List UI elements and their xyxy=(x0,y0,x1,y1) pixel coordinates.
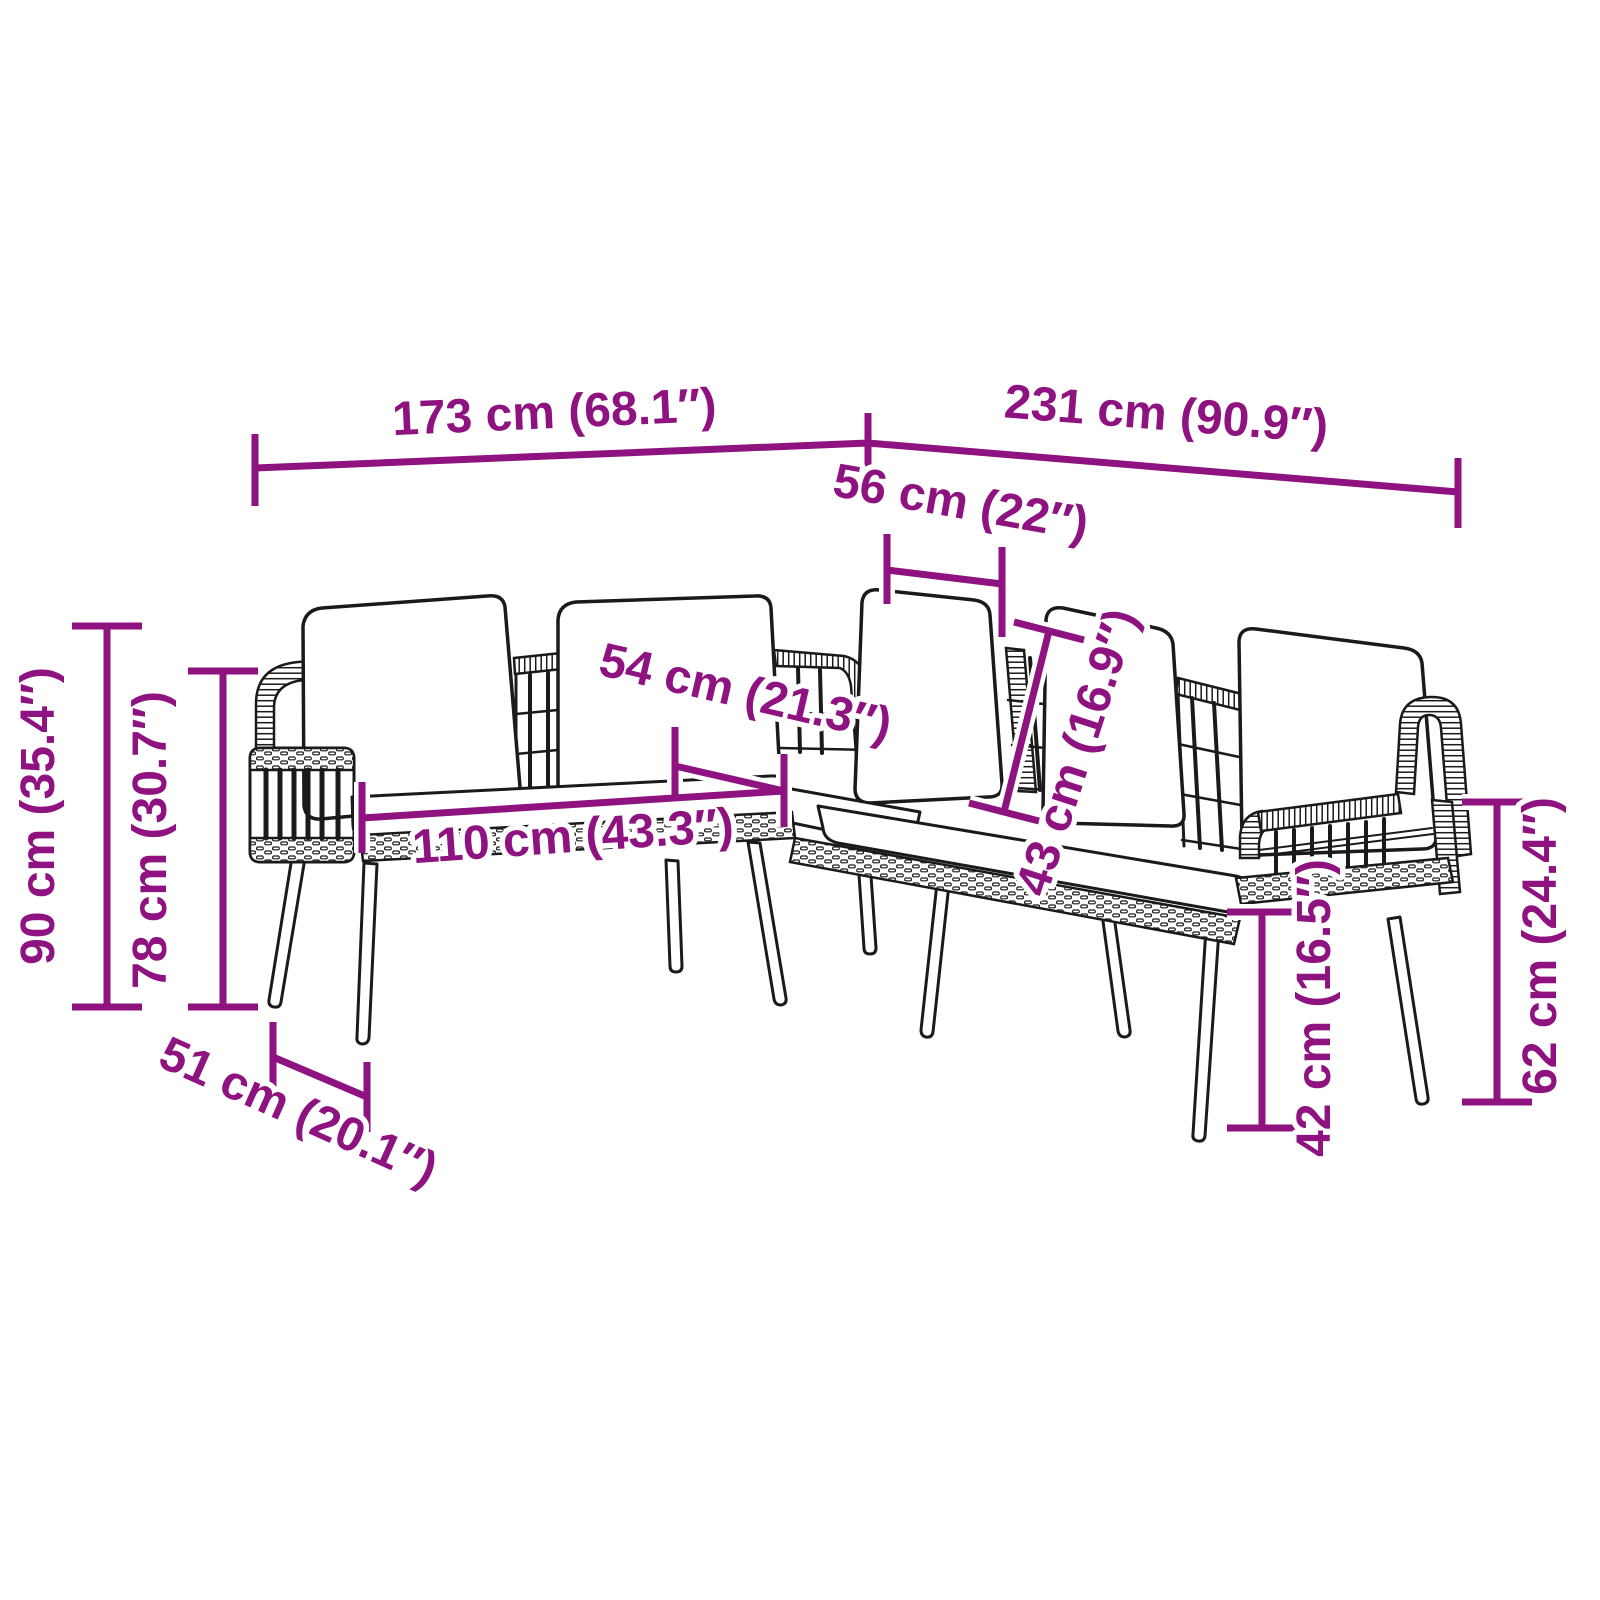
leg xyxy=(1100,912,1132,1039)
dim-line-width-left xyxy=(251,413,872,506)
dim-line-corner-seat-width xyxy=(883,534,1006,637)
dim-line-total-height xyxy=(72,622,142,1011)
right-armrest-top-rail xyxy=(1256,792,1403,833)
back-cushion-1 xyxy=(301,593,522,821)
dim-label-total-height: 90 cm (35.4″) xyxy=(12,667,65,965)
leg xyxy=(746,840,788,1007)
dim-line-backrest-height xyxy=(188,667,258,1011)
apron-right xyxy=(788,836,1242,946)
right-armrest xyxy=(1234,695,1473,906)
right-armrest-bottom-rail xyxy=(1234,856,1455,906)
leg xyxy=(919,872,952,1039)
dim-line-seat-width xyxy=(358,782,785,853)
leg xyxy=(1386,915,1430,1106)
sofa-legs xyxy=(267,840,1430,1143)
leg xyxy=(856,858,878,956)
leg xyxy=(267,855,307,1009)
dim-line-seat-height xyxy=(1227,908,1298,1132)
dim-label-armrest-height: 62 cm (24.4″) xyxy=(1514,797,1567,1095)
dim-line-width-right xyxy=(867,439,1462,528)
dim-line-leg-spacing xyxy=(269,1022,371,1132)
leg xyxy=(355,861,379,1046)
dim-line-armrest-height xyxy=(1462,798,1532,1106)
back-cushion-4 xyxy=(1041,606,1186,828)
leg xyxy=(664,858,684,974)
dim-line-backrest-cushion-height xyxy=(968,618,1085,825)
dimension-lines xyxy=(72,413,1532,1132)
leg xyxy=(1191,926,1221,1143)
dim-line-seat-depth xyxy=(671,727,788,827)
dim-label-seat-height: 42 cm (16.5″) xyxy=(1288,859,1341,1157)
dim-label-backrest-height: 78 cm (30.7″) xyxy=(124,691,177,989)
